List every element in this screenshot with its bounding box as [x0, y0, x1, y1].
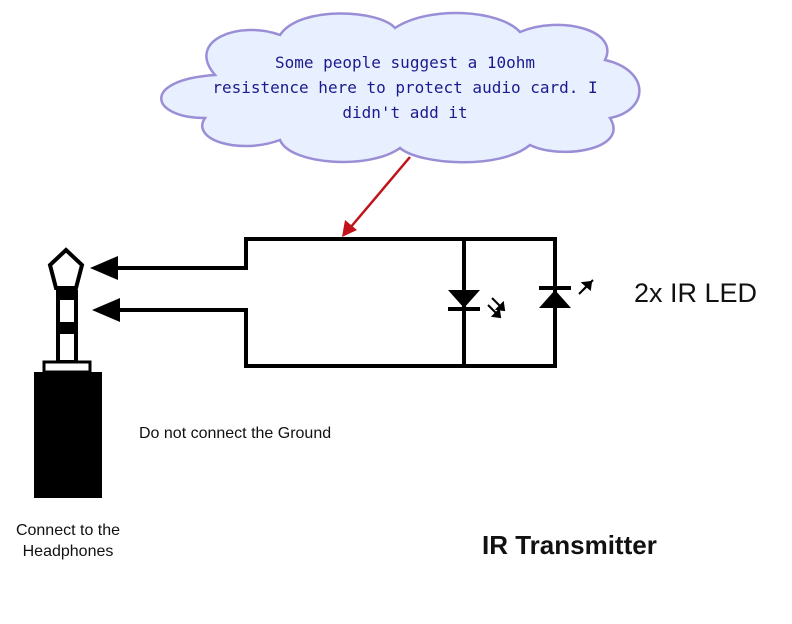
cloud-note: Some people suggest a 10ohm resistence h… [200, 50, 610, 125]
cloud-note-line-1: Some people suggest a 10ohm [274, 53, 536, 72]
led-symbol-icon [539, 286, 571, 308]
led-label: 2x IR LED [634, 278, 758, 308]
diagram-title: IR Transmitter [482, 530, 657, 560]
jack-caption: Connect to the Headphones [0, 520, 136, 562]
jack-input-arrows [90, 256, 120, 322]
cloud-note-line-3: didn't add it [342, 103, 468, 122]
cloud-callout [160, 11, 641, 164]
cloud-note-line-2: resistence here to protect audio card. I [212, 78, 598, 97]
audio-jack-icon [34, 247, 102, 498]
circuit-wires [108, 237, 557, 368]
emission-arrows-icon [578, 279, 594, 295]
jack-caption-line-1: Connect to the [15, 522, 121, 539]
led-symbol-icon [448, 290, 480, 311]
jack-caption-line-2: Headphones [22, 543, 114, 560]
emission-arrows-icon [487, 297, 506, 319]
ground-note: Do not connect the Ground [139, 425, 332, 442]
pointer-arrow [342, 156, 411, 237]
